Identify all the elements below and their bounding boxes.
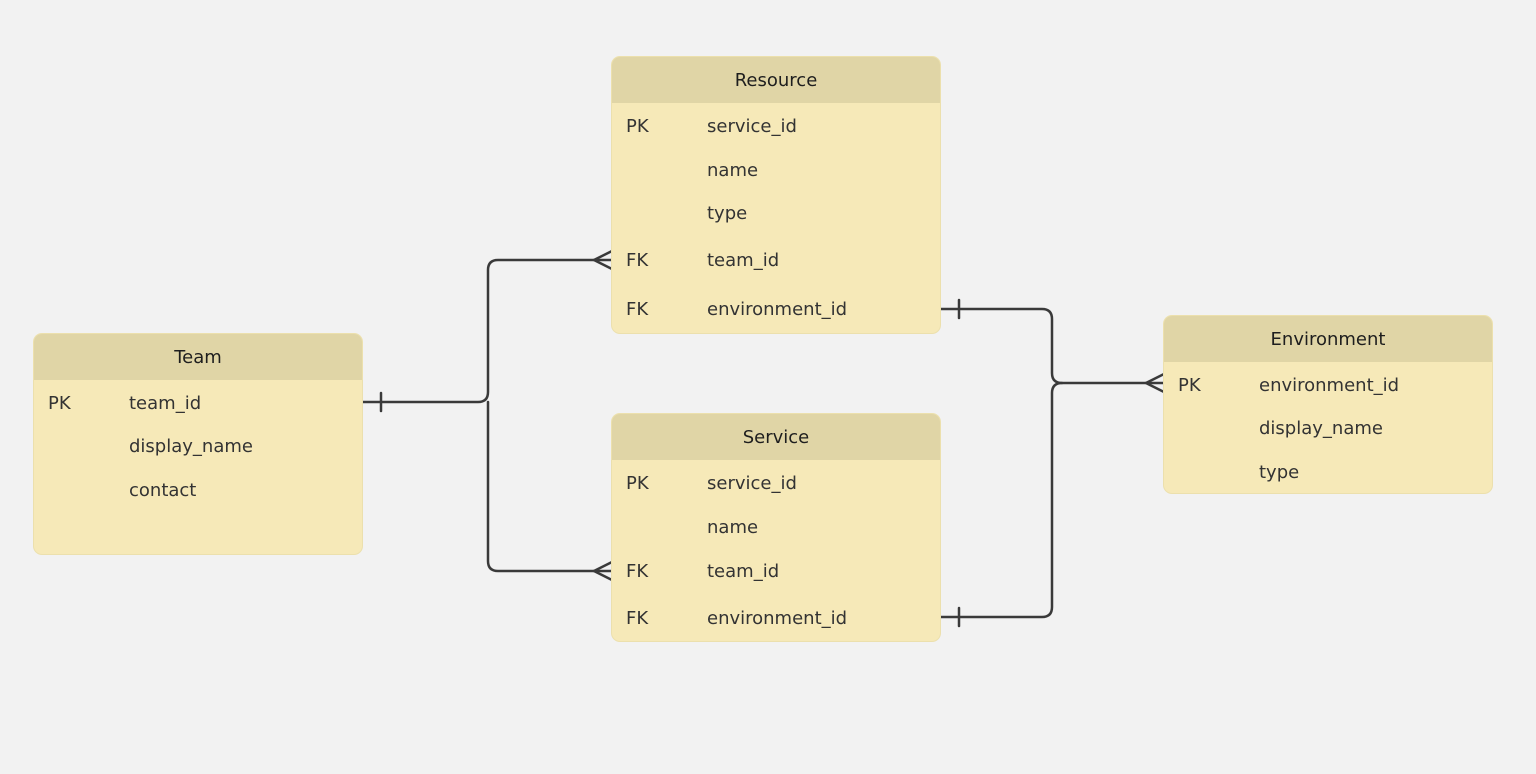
resource-row-environment-id: FK environment_id bbox=[612, 297, 940, 321]
row-field: name bbox=[707, 159, 759, 181]
resource-row-type: type bbox=[612, 201, 940, 225]
service-row-name: name bbox=[612, 515, 940, 539]
resource-environment-connector bbox=[938, 307, 1166, 385]
row-field: service_id bbox=[707, 472, 797, 494]
resource-many-marker bbox=[592, 249, 614, 271]
resource-row-team-id: FK team_id bbox=[612, 248, 940, 272]
row-field: team_id bbox=[707, 560, 780, 582]
resource-row-name: name bbox=[612, 158, 940, 182]
row-key: PK bbox=[1178, 374, 1201, 396]
team-entity[interactable]: Team PK team_id display_name contact bbox=[34, 334, 362, 554]
resource-entity[interactable]: Resource PK service_id name type FK team… bbox=[612, 57, 940, 333]
row-field: type bbox=[1259, 461, 1300, 483]
service-entity-title: Service bbox=[612, 414, 940, 460]
row-field: name bbox=[707, 516, 759, 538]
row-field: display_name bbox=[129, 435, 253, 457]
team-entity-title: Team bbox=[34, 334, 362, 380]
service-many-marker bbox=[592, 560, 614, 582]
team-row-display-name: display_name bbox=[34, 434, 362, 458]
service-row-service-id: PK service_id bbox=[612, 471, 940, 495]
row-field: environment_id bbox=[707, 298, 848, 320]
row-field: environment_id bbox=[1259, 374, 1400, 396]
row-field: display_name bbox=[1259, 417, 1383, 439]
team-row-team-id: PK team_id bbox=[34, 391, 362, 415]
environment-entity[interactable]: Environment PK environment_id display_na… bbox=[1164, 316, 1492, 493]
service-row-team-id: FK team_id bbox=[612, 559, 940, 583]
team-resource-connector bbox=[360, 258, 614, 404]
row-key: FK bbox=[626, 298, 649, 320]
service-environment-connector bbox=[938, 381, 1064, 619]
row-field: service_id bbox=[707, 115, 797, 137]
team-row-contact: contact bbox=[34, 478, 362, 502]
resource-row-service-id: PK service_id bbox=[612, 114, 940, 138]
row-key: FK bbox=[626, 560, 649, 582]
row-field: team_id bbox=[129, 392, 202, 414]
row-key: FK bbox=[626, 607, 649, 629]
environment-row-environment-id: PK environment_id bbox=[1164, 373, 1492, 397]
service-entity[interactable]: Service PK service_id name FK team_id FK… bbox=[612, 414, 940, 641]
row-key: PK bbox=[48, 392, 71, 414]
row-field: contact bbox=[129, 479, 197, 501]
row-key: PK bbox=[626, 115, 649, 137]
resource-entity-title: Resource bbox=[612, 57, 940, 103]
service-row-environment-id: FK environment_id bbox=[612, 606, 940, 630]
environment-many-marker bbox=[1144, 372, 1166, 394]
row-field: type bbox=[707, 202, 748, 224]
row-field: team_id bbox=[707, 249, 780, 271]
row-field: environment_id bbox=[707, 607, 848, 629]
row-key: FK bbox=[626, 249, 649, 271]
team-service-connector bbox=[486, 400, 614, 573]
row-key: PK bbox=[626, 472, 649, 494]
environment-row-type: type bbox=[1164, 460, 1492, 484]
environment-row-display-name: display_name bbox=[1164, 416, 1492, 440]
environment-entity-title: Environment bbox=[1164, 316, 1492, 362]
